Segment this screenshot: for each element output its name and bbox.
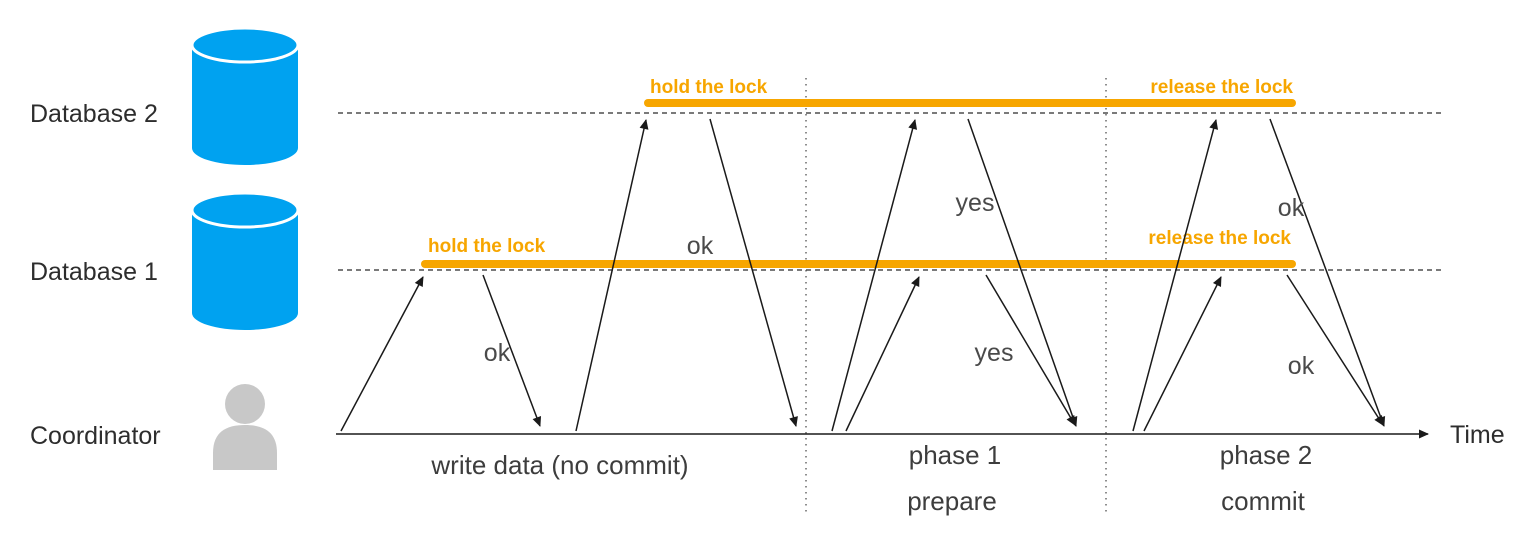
prepare-db1-request-arrow [845, 276, 920, 432]
commit-db1-ack-arrow [1286, 274, 1384, 426]
phase-2-subcaption: commit [1221, 486, 1306, 516]
lane-label-database-1: Database 1 [30, 258, 158, 286]
database-cylinder-icon [190, 26, 300, 165]
write-db2-request-arrow [575, 119, 649, 432]
lane-label-database-2: Database 2 [30, 100, 158, 128]
database-cylinder-icon [190, 191, 300, 330]
write-db1-ack-arrow [482, 274, 542, 427]
phase-write-caption: write data (no commit) [430, 450, 688, 480]
phase-1-subcaption: prepare [907, 486, 997, 516]
write-db2-ack-label: ok [687, 232, 714, 260]
commit-db1-request-arrow [1143, 276, 1222, 432]
commit-db2-request-arrow [1132, 119, 1219, 432]
commit-db2-ack-arrow [1269, 118, 1386, 427]
phase-2-caption: phase 2 [1220, 440, 1313, 470]
prepare-db1-ack-label: yes [975, 339, 1014, 367]
prepare-db1-ack-arrow [985, 274, 1076, 426]
phase-1-caption: phase 1 [909, 440, 1002, 470]
prepare-db2-request-arrow [831, 119, 918, 432]
commit-db1-ack-label: ok [1288, 352, 1315, 380]
commit-db2-ack-label: ok [1278, 194, 1305, 222]
prepare-db2-ack-label: yes [956, 189, 995, 217]
write-db1-request-arrow [340, 276, 424, 432]
database-1-hold-lock-label: hold the lock [428, 236, 546, 257]
lane-label-coordinator: Coordinator [30, 422, 161, 450]
write-db1-ack-label: ok [484, 339, 511, 367]
message-arrows [340, 118, 1386, 432]
database-1-release-lock-label: release the lock [1148, 228, 1291, 249]
person-silhouette-icon [213, 384, 277, 470]
database-2-release-lock-label: release the lock [1150, 77, 1293, 98]
time-axis-label: Time [1450, 421, 1505, 449]
prepare-db2-ack-arrow [967, 118, 1078, 427]
database-2-hold-lock-label: hold the lock [650, 77, 768, 98]
write-db2-ack-arrow [709, 118, 798, 427]
